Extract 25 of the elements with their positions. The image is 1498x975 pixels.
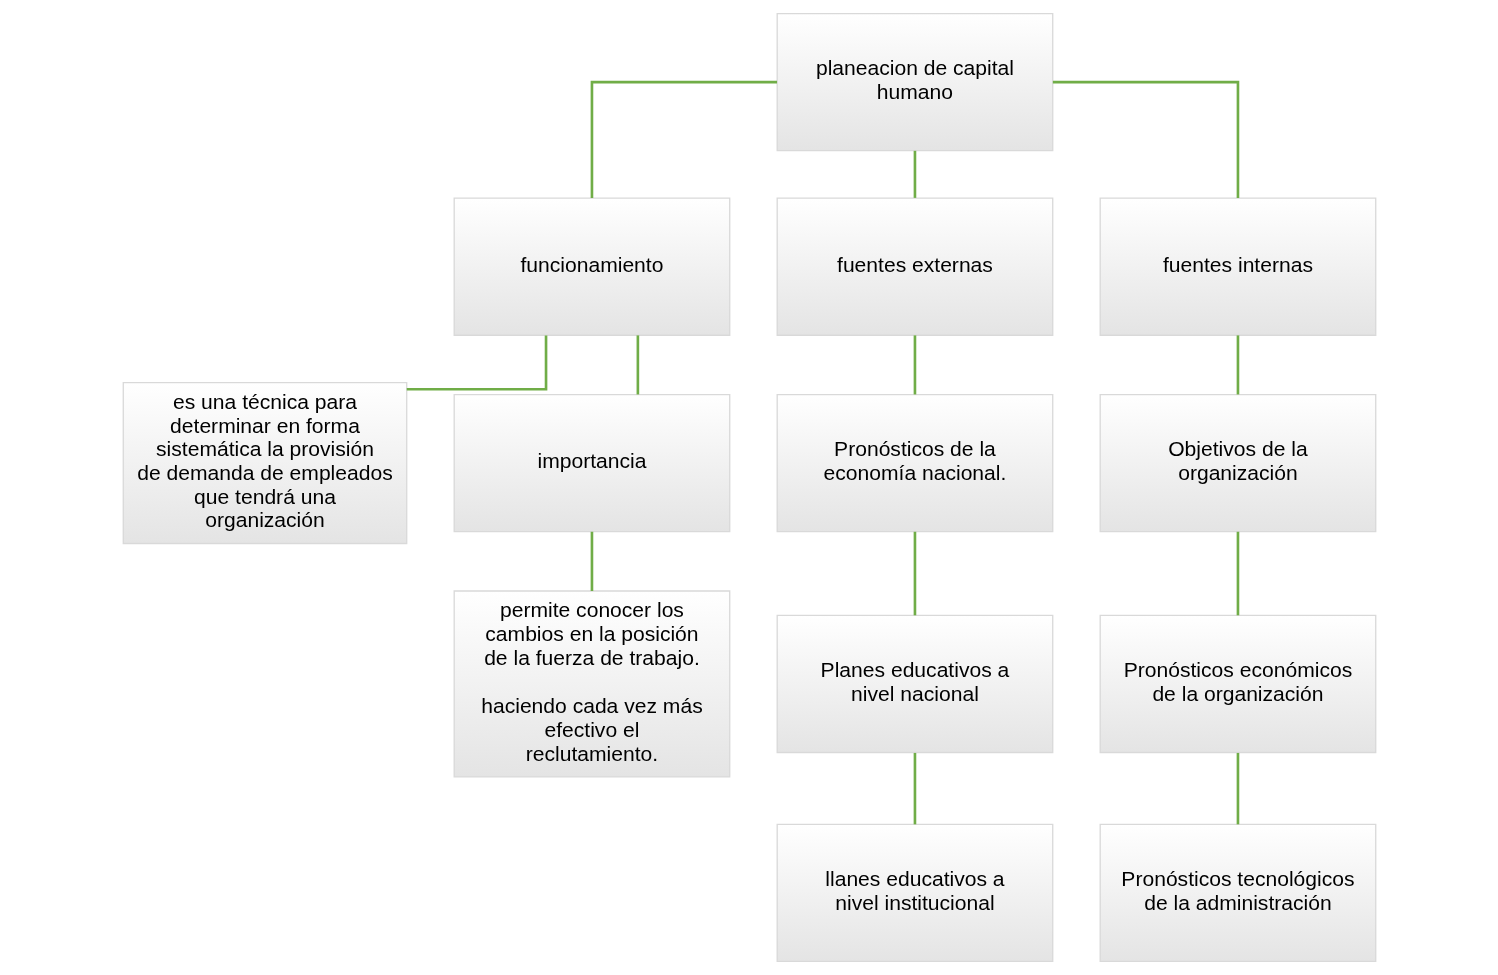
node-box: permite conocer los cambios en la posición de la fuerza de trabajo. haciendo cada vez más efectivo el reclutamiento. <box>453 590 730 778</box>
node-box: fuentes externas <box>776 197 1053 336</box>
node-box: Planes educativos a nivel nacional <box>776 614 1053 754</box>
node-box: es una técnica para determinar en forma sistemática la provisión de demanda de empleados que tendrá una organización <box>122 382 407 545</box>
node-box: Objetivos de la organización <box>1099 393 1376 533</box>
node-box: funcionamiento <box>453 197 730 336</box>
node-box: Pronósticos económicos de la organización <box>1099 614 1376 754</box>
node-box: planeacion de capital humano <box>776 12 1053 152</box>
connector <box>913 531 916 616</box>
connector <box>636 335 639 395</box>
connector <box>590 80 777 198</box>
connector <box>406 335 547 391</box>
node-box: importancia <box>453 393 730 533</box>
connector <box>1236 531 1239 616</box>
connector <box>590 531 593 591</box>
connector <box>1236 752 1239 825</box>
connector <box>1236 335 1239 395</box>
connector <box>1052 80 1239 198</box>
node-box: Pronósticos tecnológicos de la administración <box>1099 823 1376 963</box>
connector <box>913 752 916 825</box>
connector <box>913 335 916 395</box>
node-box: Pronósticos de la economía nacional. <box>776 393 1053 533</box>
node-box: llanes educativos a nivel institucional <box>776 823 1053 963</box>
connector <box>913 150 916 198</box>
node-box: fuentes internas <box>1099 197 1376 336</box>
